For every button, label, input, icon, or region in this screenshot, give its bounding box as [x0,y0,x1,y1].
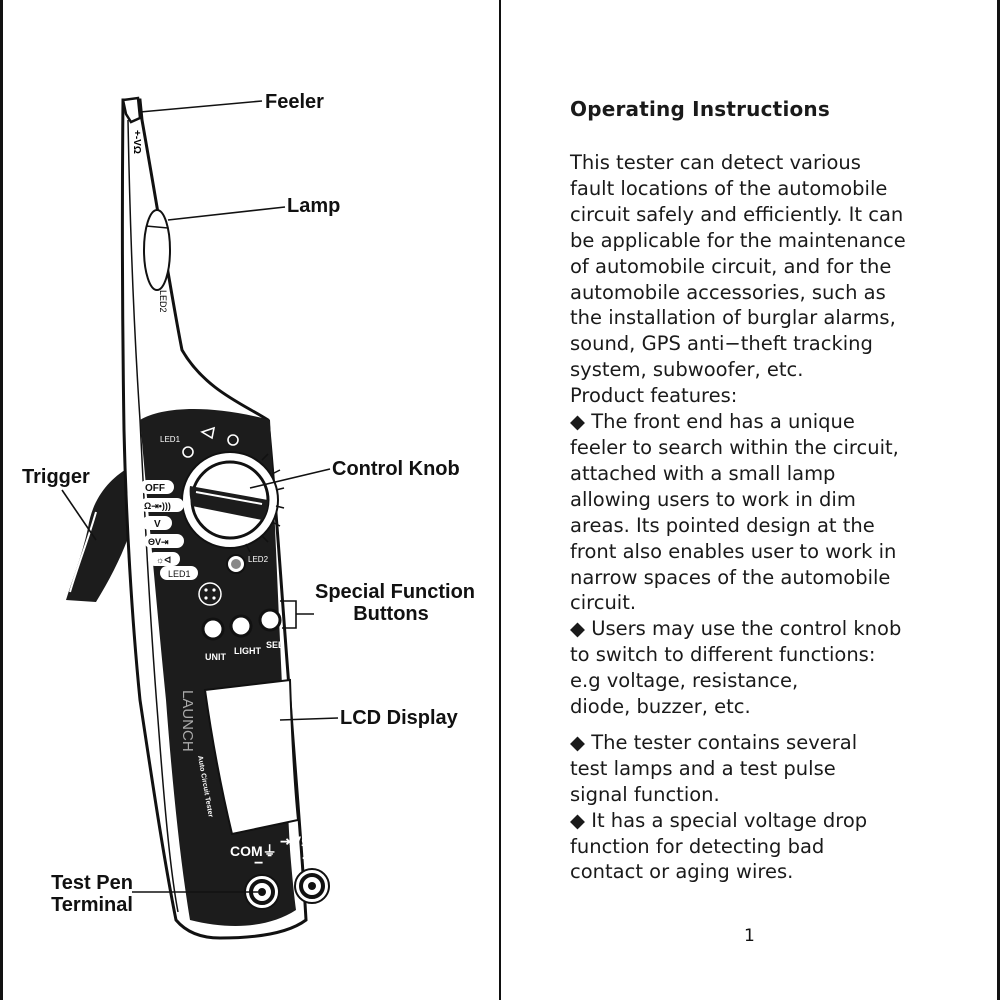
sel-button [258,608,282,632]
text-line: ◆ The tester contains several [570,730,858,754]
text-line: contact or aging wires. [570,860,794,884]
light-button-label: LIGHT [234,646,261,656]
mode-labels: OFF Ω⇥•))) V ΘV⇥ ☼ᐊ LED1 [140,480,198,580]
intro-paragraph: This tester can detect various fault loc… [570,150,970,409]
page-number: 1 [744,926,755,946]
text-line: of automobile circuit, and for the [570,254,892,278]
lcd-leader [279,717,339,721]
text-line: be applicable for the maintenance [570,228,906,252]
text-line: front also enables user to work in [570,539,897,563]
text-line: signal function. [570,782,720,806]
knob-leader [249,468,331,489]
lamp-label: Lamp [287,195,341,217]
text-line: automobile accessories, such as [570,280,886,304]
text-line: circuit safely and efficiently. It can [570,202,904,226]
text-line: function for detecting bad [570,834,825,858]
feeler-leader [139,100,263,113]
function-buttons: UNIT LIGHT SEL [201,608,284,662]
led1-top-label: LED1 [160,435,181,444]
text-line: ◆ It has a special voltage drop [570,808,868,832]
led2-side-label: LED2 [248,555,269,564]
feature-1: ◆ The front end has a unique feeler to s… [570,409,970,616]
instructions-column: Operating Instructions This tester can d… [570,96,970,885]
text-line: This tester can detect various [570,151,861,174]
center-divider [499,0,501,1000]
mode-led1: LED1 [168,569,191,579]
text-line: ◆ Users may use the control knob [570,617,902,641]
lamp-leader [167,206,286,221]
text-line: fault locations of the automobile [570,176,888,200]
com-label: COM⏚ [230,843,277,859]
mode-voltage: V [154,519,161,530]
lcd-display [203,678,300,836]
bulb-icon-2 [227,434,239,446]
text-line: sound, GPS anti−theft tracking [570,332,873,356]
special-function-label: Special Function Buttons [315,581,476,625]
text-line: Product features: [570,384,738,408]
text-line: attached with a small lamp [570,461,836,485]
text-line: the installation of burglar alarms, [570,306,896,330]
trigger-shape [66,468,134,602]
instructions-title: Operating Instructions [570,97,830,121]
left-border [0,0,3,1000]
brand-text: LAUNCH [179,690,196,752]
test-pen-line2: Terminal [51,894,133,916]
unit-button [201,617,225,641]
bulb-icon [182,446,194,458]
special-function-line1: Special Function [315,581,476,603]
lamp-window [143,209,171,291]
text-line: to switch to different functions: [570,643,876,667]
special-function-line2: Buttons [353,603,429,625]
test-pen-terminal-label: Test Pen Terminal [40,872,144,916]
feature-3-4: ◆ The tester contains several test lamps… [570,730,970,885]
text-line: system, subwoofer, etc. [570,358,804,382]
feature-2: ◆ Users may use the control knob to swit… [570,616,970,720]
mode-off: OFF [145,483,165,494]
trigger-label: Trigger [22,466,90,488]
text-line: e.g voltage, resistance, [570,669,799,693]
mode-diode: ΘV⇥ [148,537,169,547]
trigger-leader [61,489,97,541]
text-line: narrow spaces of the automobile [570,565,891,589]
sel-button-label: SEL [266,640,284,650]
mode-lamp: ☼ᐊ [156,555,171,565]
knob-ticks [245,453,285,553]
light-button [229,614,253,638]
minus-label: − [254,855,263,872]
feeler-label: Feeler [265,91,324,113]
vohm-label: ⇥VΩ [280,833,312,849]
text-line: feeler to search within the circuit, [570,435,899,459]
text-line: circuit. [570,591,637,615]
right-border [997,0,1000,1000]
buzzer-grill [198,582,222,606]
plus-label: + [302,848,313,868]
test-pen-line1: Test Pen [51,872,133,894]
text-line: diode, buzzer, etc. [570,695,751,719]
control-knob-label: Control Knob [332,458,460,480]
tip-mark: +-VΩ [131,130,142,154]
unit-button-label: UNIT [205,652,226,662]
mode-ohm: Ω⇥•))) [144,501,171,511]
text-line: test lamps and a test pulse [570,756,836,780]
text-line: areas. Its pointed design at the [570,513,875,537]
led2-tip-label: LED2 [158,290,168,313]
circuit-tester-diagram: +-VΩ LED2 LED1 OFF [61,96,339,940]
text-line: allowing users to work in dim [570,487,856,511]
text-line: ◆ The front end has a unique [570,410,855,434]
lcd-display-label: LCD Display [340,707,458,729]
feeler-tip [121,96,142,124]
